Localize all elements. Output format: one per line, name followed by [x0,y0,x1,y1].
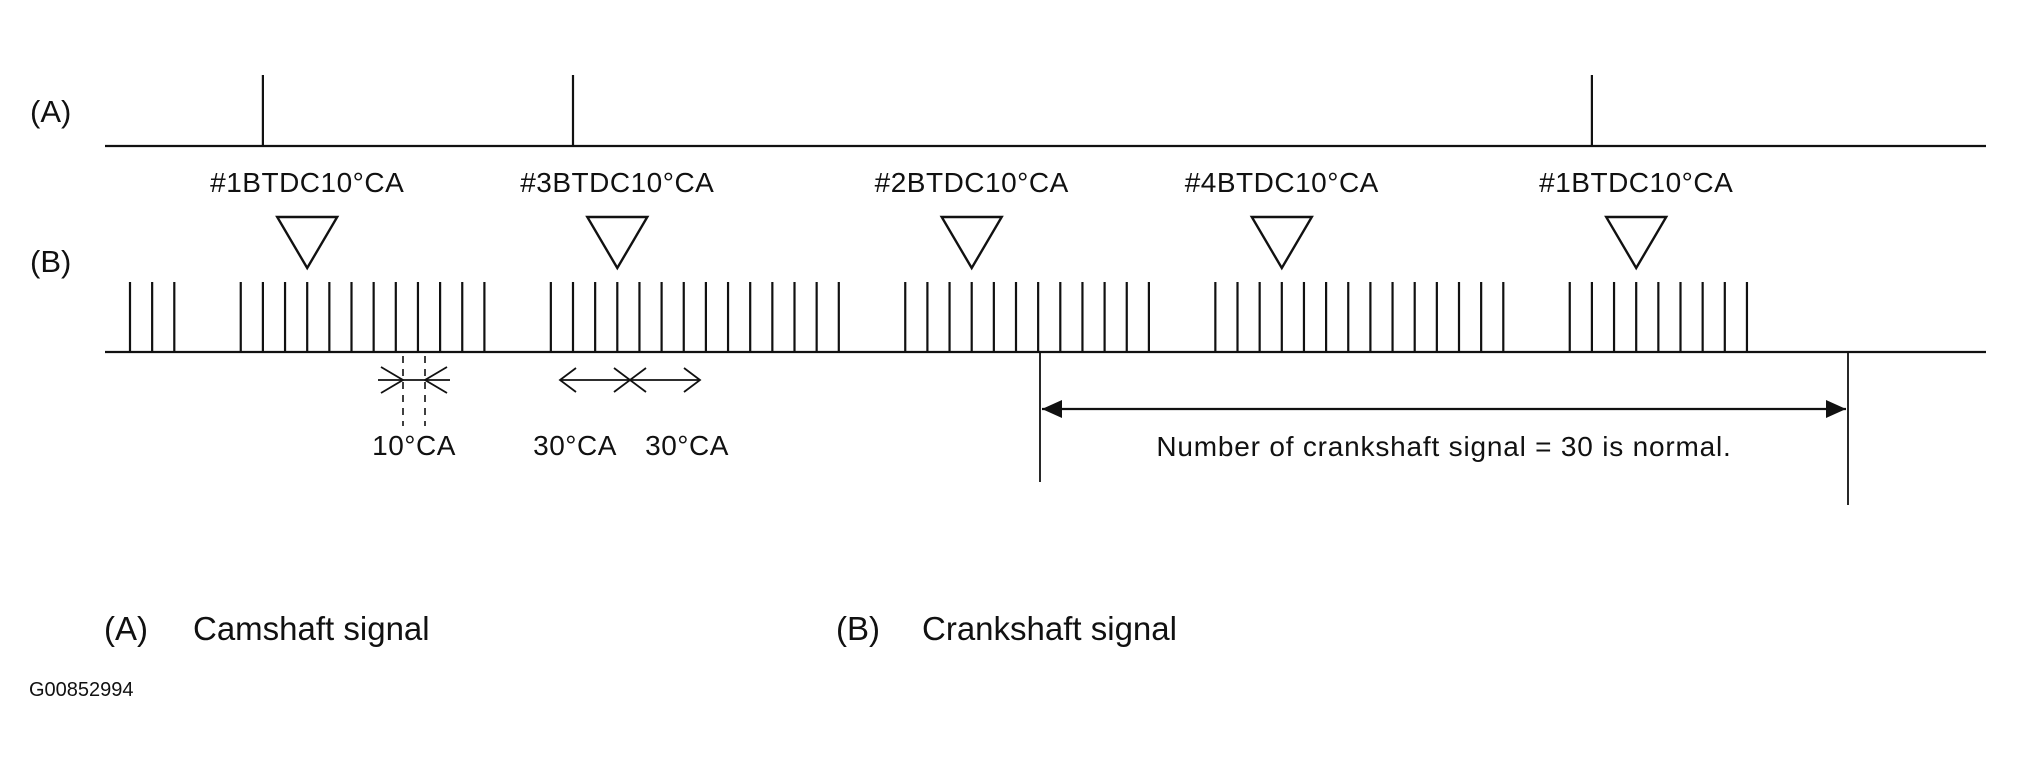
missing-gap-cross [613,367,647,393]
crankshaft-row-label: (B) [30,244,71,279]
btdc-marker-label: #4BTDC10°CA [1185,167,1379,198]
legend-a-text: Camshaft signal [193,610,430,647]
missing-gap-arrow-right [683,367,702,393]
btdc-marker-label: #1BTDC10°CA [210,167,404,198]
btdc-marker-triangle [585,215,650,271]
btdc-marker-labels: #1BTDC10°CA #3BTDC10°CA #2BTDC10°CA #4BT… [210,167,1733,198]
legend-a-key: (A) [104,610,148,647]
signal-count-span: Number of crankshaft signal = 30 is norm… [1039,352,1849,505]
missing-gap-arrow-left [558,367,577,393]
tooth-gap-arrow-left [380,366,405,394]
btdc-marker-label: #3BTDC10°CA [520,167,714,198]
camshaft-teeth [261,75,1594,146]
missing-gap-dimension: 30°CA 30°CA [533,367,729,461]
tooth-gap-dimension: 10°CA [372,356,456,461]
camshaft-row-label: (A) [30,94,71,129]
missing-gap-right-label: 30°CA [645,430,729,461]
btdc-marker-triangle [275,215,340,271]
btdc-marker-label: #1BTDC10°CA [1539,167,1733,198]
btdc-marker-triangle [1249,215,1314,271]
count-span-arrowhead-right [1826,400,1846,418]
signal-count-note: Number of crankshaft signal = 30 is norm… [1156,431,1731,462]
tooth-gap-arrow-right [423,366,448,394]
tooth-gap-label: 10°CA [372,430,456,461]
btdc-marker-label: #2BTDC10°CA [875,167,1069,198]
btdc-marker-triangle [1604,215,1669,271]
legend: (A) Camshaft signal (B) Crankshaft signa… [104,610,1177,647]
count-span-arrowhead-left [1042,400,1062,418]
crankshaft-pulses [128,282,1749,352]
missing-gap-left-label: 30°CA [533,430,617,461]
legend-b-key: (B) [836,610,880,647]
figure-code: G00852994 [29,679,134,701]
btdc-marker-triangle [939,215,1004,271]
btdc-marker-triangles [275,215,1669,271]
legend-b-text: Crankshaft signal [922,610,1177,647]
